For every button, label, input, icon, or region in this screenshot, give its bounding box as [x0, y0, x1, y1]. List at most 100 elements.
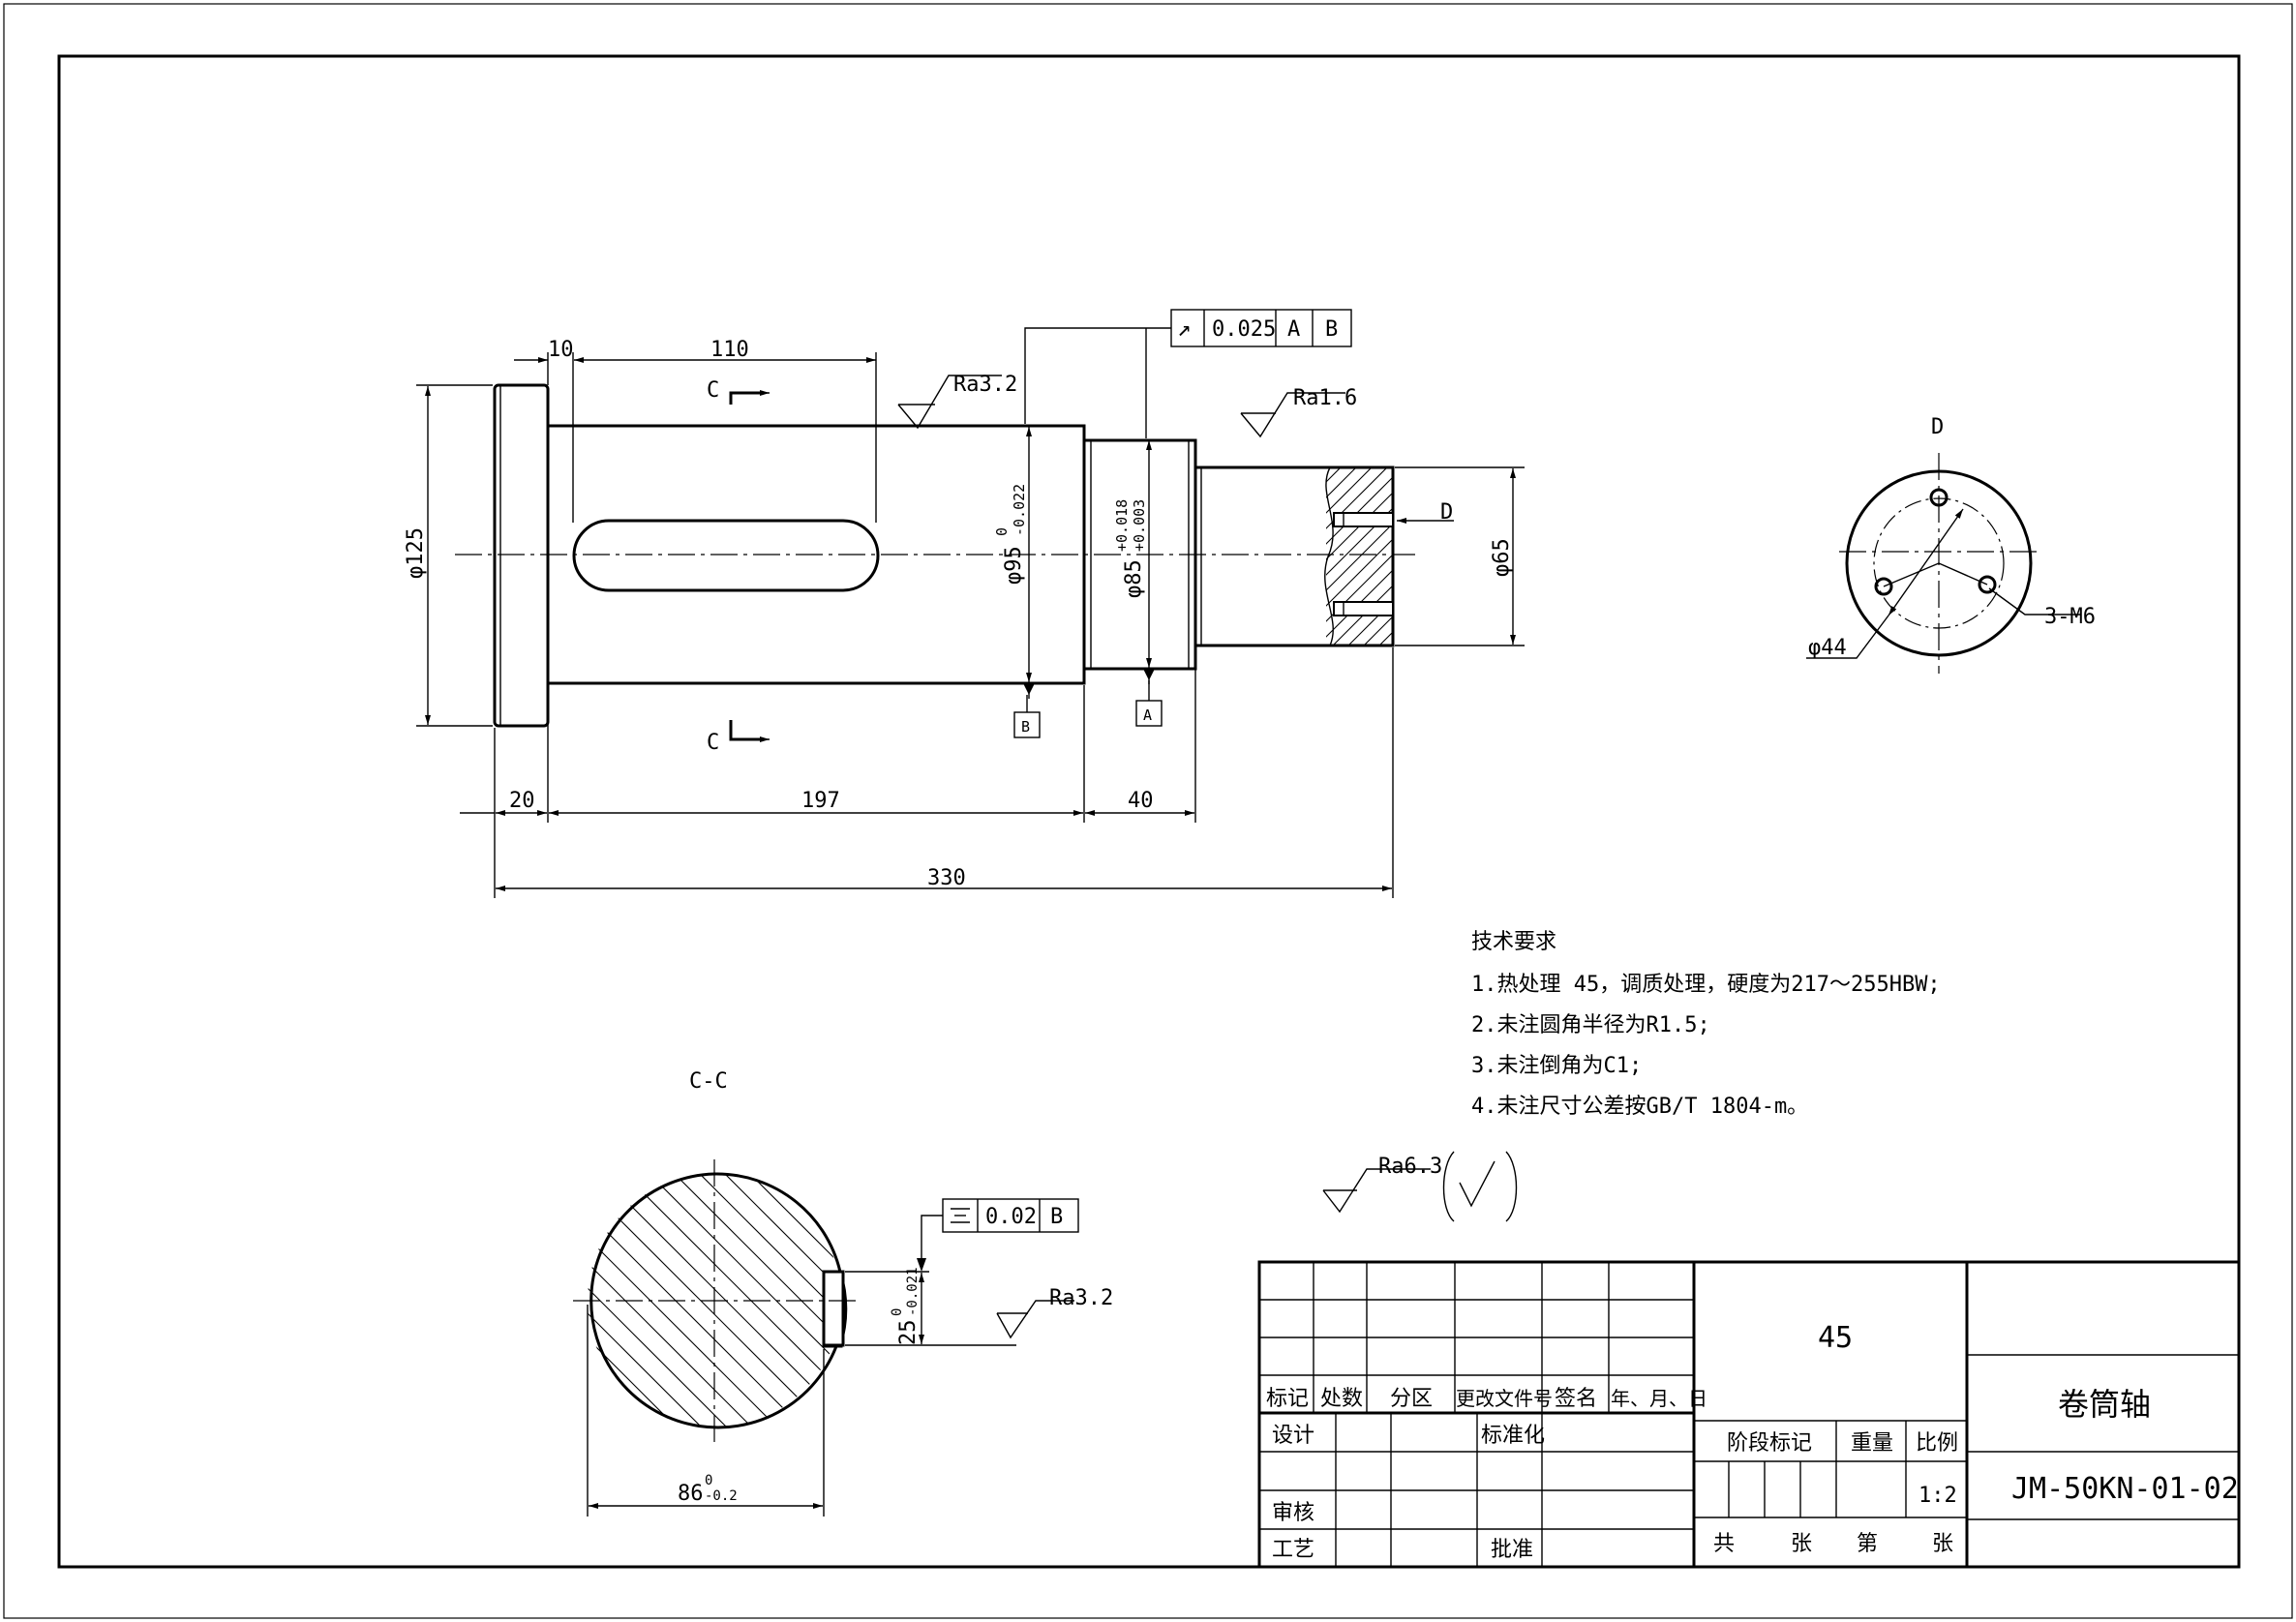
tb-review: 审核: [1272, 1501, 1314, 1525]
hatch-line: [588, 1174, 733, 1427]
hatch-line: [1326, 524, 1392, 591]
tb-standardize: 标准化: [1481, 1424, 1545, 1448]
fcf-symmetry-tolerance: 0.02: [985, 1205, 1037, 1229]
section-cc-title: C-C: [689, 1069, 728, 1094]
fcf-runout-tolerance: 0.025: [1212, 317, 1276, 342]
dim-body-dia: φ95: [1002, 546, 1026, 585]
hatch-line: [588, 1174, 607, 1427]
datum-b: B: [1021, 718, 1030, 736]
hatch-line: [1326, 555, 1392, 622]
hatch-line: [1456, 466, 1636, 646]
roughness-general: Ra6.3: [1378, 1155, 1442, 1179]
dim-end-dia: φ65: [1490, 538, 1514, 577]
tb-sheets-unit1: 张: [1791, 1532, 1812, 1556]
hatch-line: [1326, 466, 1389, 529]
hatch-line: [1518, 466, 1698, 646]
notes-title: 技术要求: [1471, 930, 1556, 954]
section-c-c: [319, 1159, 1260, 1517]
datum-a: A: [1143, 706, 1152, 724]
fcf-symmetry-datum: B: [1050, 1205, 1063, 1229]
tb-header-mark: 标记: [1266, 1387, 1309, 1411]
hatch-line: [1425, 466, 1605, 646]
roughness-symbols: [897, 375, 1518, 1339]
dim-section-width: 86: [678, 1482, 704, 1506]
dim-len-total: 330: [927, 866, 966, 890]
hatch-line: [671, 1174, 841, 1427]
hatch-line: [1362, 616, 1392, 646]
hatch-line: [1326, 508, 1392, 576]
section-c-top: C: [707, 378, 719, 403]
hatch-line: [588, 1174, 657, 1427]
hatch-line: [1326, 539, 1392, 607]
hatch-line: [1533, 466, 1713, 646]
hatch-line: [1549, 466, 1729, 646]
tb-process: 工艺: [1272, 1538, 1314, 1562]
dim-section-width-tol-upper: 0: [705, 1473, 712, 1488]
outer-border: [3, 3, 2293, 1619]
dim-key-depth-tol-upper: 0: [890, 1308, 905, 1316]
hatch-line: [822, 1174, 841, 1427]
tb-scale-label: 比例: [1916, 1431, 1958, 1456]
hatch-line: [588, 1174, 783, 1427]
dim-len-body: 197: [801, 789, 840, 813]
hatch-line: [1326, 466, 1327, 467]
notes-item-2: 2.未注圆角半径为R1.5;: [1471, 1013, 1710, 1037]
hatch-line: [1326, 570, 1392, 638]
hatch-line: [588, 1174, 808, 1427]
notes-item-1: 1.热处理 45，调质处理，硬度为217～255HBW;: [1471, 973, 1941, 997]
hatch-line: [646, 1174, 841, 1427]
roughness-keyway: Ra3.2: [1049, 1286, 1113, 1310]
dim-key-depth: 25: [896, 1320, 921, 1346]
tb-sheet-no: 第: [1857, 1532, 1878, 1556]
view-d: [1806, 453, 2081, 674]
tb-part-name: 卷筒轴: [2058, 1386, 2151, 1423]
hatch-line: [1326, 466, 1358, 498]
tb-header-change-doc: 更改文件号: [1456, 1387, 1553, 1410]
hatch-line: [1502, 466, 1682, 646]
fcf-runout: [1013, 309, 1352, 738]
hatch-line: [319, 1171, 581, 1432]
dim-body-tol-upper: 0: [993, 527, 1011, 536]
hatch-line: [1394, 466, 1574, 646]
roughness-journal: Ra1.6: [1293, 386, 1357, 410]
dim-journal-tol-upper: +0.018: [1113, 499, 1131, 552]
tb-header-zone: 分区: [1390, 1387, 1433, 1411]
technical-notes: 技术要求 1.热处理 45，调质处理，硬度为217～255HBW; 2.未注圆角…: [1471, 930, 1941, 1119]
hatch-line: [588, 1174, 758, 1427]
view-d-arrow-label: D: [1440, 500, 1453, 525]
tb-header-count: 处数: [1320, 1387, 1363, 1411]
hatch-line: [595, 1174, 841, 1427]
dim-pcd: φ44: [1808, 636, 1847, 660]
dim-flange-dia: φ125: [404, 527, 428, 579]
tb-weight: 重量: [1851, 1431, 1893, 1456]
view-d-title: D: [1931, 415, 1944, 439]
dim-section-width-tol-lower: -0.2: [705, 1488, 738, 1504]
notes-item-4: 4.未注尺寸公差按GB/T 1804-m。: [1471, 1095, 1808, 1119]
tb-header-date: 年、月、日: [1611, 1387, 1707, 1410]
hatch-line: [1377, 632, 1392, 646]
hatch-line: [1326, 477, 1392, 545]
hatch-line: [1326, 493, 1392, 560]
title-block: 标记 处数 分区 更改文件号 签名 年、月、日 设计 标准化 审核 工艺 批准 …: [1257, 1260, 2241, 1569]
dim-len-journal: 40: [1128, 789, 1154, 813]
tb-sheets-unit2: 张: [1932, 1532, 1953, 1556]
tb-material: 45: [1818, 1321, 1853, 1355]
tb-header-signature: 签名: [1555, 1387, 1597, 1411]
tb-drawing-number: JM-50KN-01-02: [2011, 1472, 2239, 1506]
fcf-runout-datum-b: B: [1325, 317, 1338, 342]
roughness-body: Ra3.2: [953, 373, 1017, 397]
hatch-line: [1331, 586, 1392, 646]
fcf-runout-datum-a: A: [1287, 317, 1300, 342]
dim-key-depth-tol-lower: -0.021: [905, 1267, 921, 1316]
fcf-runout-symbol: ↗: [1177, 315, 1191, 342]
hatch-line: [999, 1171, 1260, 1432]
inner-frame: [57, 54, 2241, 1569]
tb-approve: 批准: [1491, 1538, 1533, 1562]
hatch-line: [1326, 466, 1374, 514]
dim-body-tol-lower: -0.022: [1011, 484, 1028, 536]
dim-journal-tol-lower: +0.003: [1131, 499, 1148, 552]
tb-design: 设计: [1272, 1424, 1314, 1448]
dim-journal-dia: φ85: [1122, 559, 1146, 598]
section-c-bottom: C: [707, 731, 719, 755]
